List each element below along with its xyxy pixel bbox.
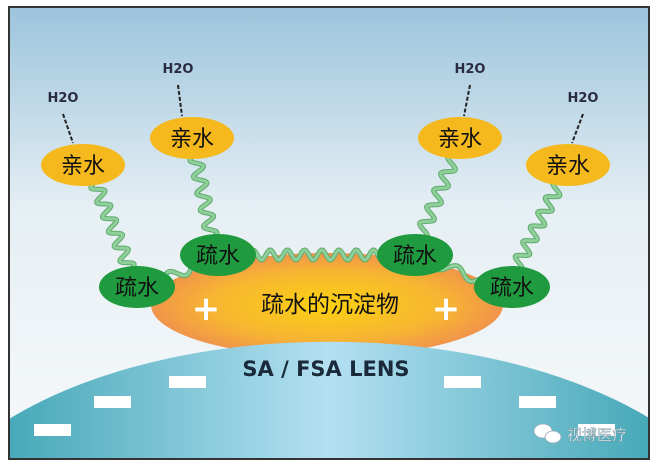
watermark-text: 视博医疗 (567, 426, 627, 444)
double-arrow-icon (571, 113, 584, 144)
hydrophilic-group: 亲水 H2O (526, 91, 610, 186)
water-label: H2O (163, 62, 194, 77)
hydrophobic-tail (377, 234, 453, 276)
minus-sign (578, 424, 615, 436)
hydrophilic-group: 亲水 H2O (418, 62, 502, 159)
molecule-chain (513, 180, 562, 272)
negative-charges (34, 376, 615, 436)
hydrophobic-group: 疏水 (99, 266, 175, 308)
molecule-chains (88, 152, 563, 290)
double-arrow-icon (463, 84, 471, 117)
hydrophilic-label: 亲水 (546, 154, 590, 179)
hydrophobic-label: 疏水 (490, 276, 534, 301)
hydrophobic-label: 疏水 (393, 244, 437, 269)
molecule-chain (418, 153, 457, 240)
hydrophobic-tail (180, 234, 256, 276)
hydrophobic-label: 疏水 (115, 276, 159, 301)
molecule-chain (188, 153, 219, 240)
plus-sign: + (192, 289, 221, 329)
molecule-chain (89, 180, 136, 272)
hydrophilic-head (418, 117, 502, 159)
deposit (151, 253, 503, 357)
double-arrow-icon (62, 113, 74, 144)
hydrophilic-group: 亲水 H2O (150, 62, 234, 159)
hydrophilic-head (150, 117, 234, 159)
deposit-label: 疏水的沉淀物 (261, 292, 399, 318)
lens-label: SA / FSA LENS (242, 357, 409, 381)
hydrophilic-label: 亲水 (170, 127, 214, 152)
double-arrow-icon (177, 84, 183, 117)
water-label: H2O (455, 62, 486, 77)
positive-charges: + + (192, 289, 461, 329)
hydrophobic-label: 疏水 (196, 244, 240, 269)
hydrophilic-group: 亲水 H2O (41, 91, 125, 186)
molecule-chain (238, 248, 397, 262)
water-arrows (62, 84, 584, 144)
hydrophilic-label: 亲水 (61, 154, 105, 179)
hydrophobic-tail (99, 266, 175, 308)
hydrophobic-group: 疏水 (377, 234, 453, 276)
lens (9, 341, 649, 459)
minus-sign (34, 424, 71, 436)
minus-sign (519, 396, 556, 408)
frame (8, 6, 650, 460)
water-label: H2O (48, 91, 79, 106)
minus-sign (169, 376, 206, 388)
plus-sign: + (432, 289, 461, 329)
hydrophobic-tail (474, 266, 550, 308)
hydrophobic-group: 疏水 (474, 266, 550, 308)
watermark: 视博医疗 (533, 423, 627, 444)
hydrophilic-head (41, 144, 125, 186)
hydrophilic-head (526, 144, 610, 186)
minus-sign (94, 396, 131, 408)
hydrophobic-group: 疏水 (180, 234, 256, 276)
wechat-icon (533, 423, 562, 444)
hydrophilic-label: 亲水 (438, 127, 482, 152)
water-label: H2O (568, 91, 599, 106)
minus-sign (444, 376, 481, 388)
